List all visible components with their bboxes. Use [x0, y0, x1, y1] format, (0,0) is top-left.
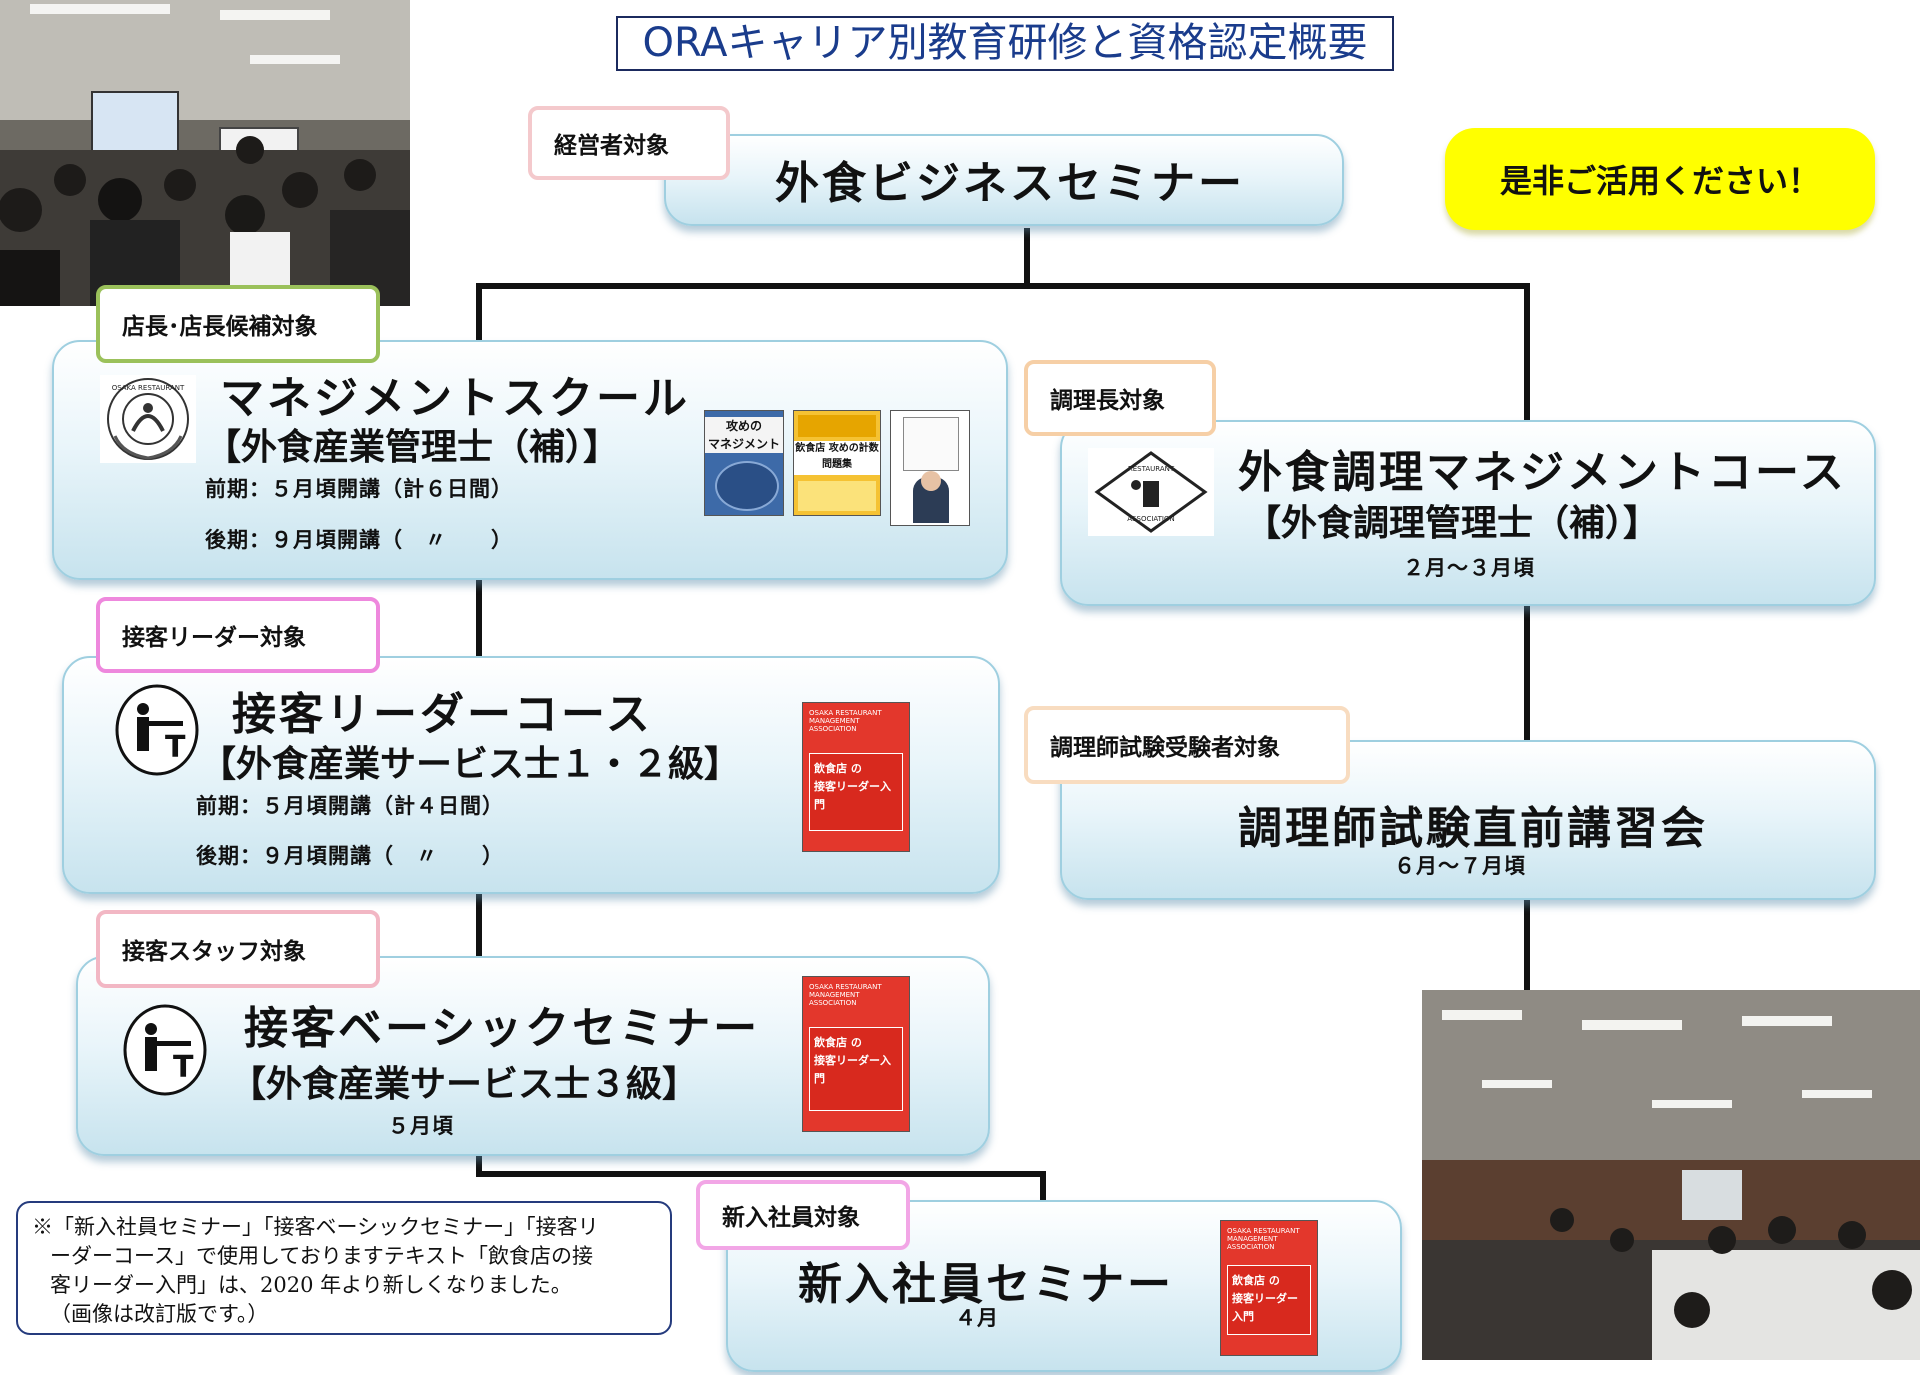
book-management-1-line2: マネジメント — [707, 437, 780, 451]
seminar-photo-bottom-right — [1422, 990, 1920, 1360]
course-business-seminar — [664, 134, 1344, 226]
tag-business: 経営者対象 — [528, 106, 730, 180]
book-leader-3-line1: 飲食店 — [1232, 1274, 1265, 1287]
note-line-3: 客リーダー入門」は、2020 年より新しくなりました。 — [50, 1273, 572, 1297]
book-management-2: 飲食店 攻めの計数 問題集 — [793, 410, 881, 516]
svg-text:T: T — [165, 730, 186, 765]
book-management-2-line2: 問題集 — [822, 459, 852, 470]
svg-text:T: T — [173, 1050, 194, 1085]
course-exam-title: 調理師試験直前講習会 — [1238, 803, 1708, 854]
tag-newcomer: 新入社員対象 — [696, 1180, 910, 1250]
course-leader-title: 接客リーダーコース — [232, 689, 653, 740]
tag-basic: 接客スタッフ対象 — [96, 910, 380, 988]
svg-text:RESTAURANT: RESTAURANT — [1128, 465, 1175, 473]
book-leader-1-line2: の — [850, 762, 862, 775]
book-service-leader-2: OSAKA RESTAURANT MANAGEMENT ASSOCIATION … — [802, 976, 910, 1132]
tag-leader: 接客リーダー対象 — [96, 597, 380, 673]
course-newcomer-title: 新入社員セミナー — [798, 1259, 1174, 1310]
course-leader-qual: 【外食産業サービス士１・２級】 — [200, 743, 741, 785]
connector-top-stem — [1024, 228, 1030, 286]
course-management-schedule-2: 後期：９月頃開講（ 〃 ） — [205, 528, 513, 552]
seminar-photo-top-left — [0, 0, 410, 306]
svg-text:ASSOCIATION: ASSOCIATION — [1127, 515, 1174, 523]
connector-bottom-stem — [1040, 1171, 1046, 1203]
ora-seal-logo: OSAKA RESTAURANT — [100, 375, 196, 463]
tag-management: 店長･店長候補対象 — [96, 285, 380, 363]
note-line-4: （画像は改訂版です。） — [50, 1302, 269, 1326]
svg-text:OSAKA RESTAURANT: OSAKA RESTAURANT — [112, 384, 185, 392]
connector-right-vertical — [1524, 283, 1530, 993]
connector-bottom-bar — [476, 1171, 1046, 1177]
course-management-qual: 【外食産業管理士（補）】 — [205, 426, 620, 468]
book-leader-3-line2: の — [1268, 1274, 1280, 1287]
book-leader-2-line3: 接客リーダー入門 — [814, 1054, 891, 1085]
course-cooking-schedule: ２月～３月頃 — [1403, 556, 1535, 580]
book-management-2-line1: 飲食店 攻めの計数 — [795, 443, 879, 454]
course-leader-schedule-1: 前期：５月頃開講（計４日間） — [196, 794, 504, 818]
textbook-note: ※「新入社員セミナー」「接客ベーシックセミナー」「接客リ ーダーコース」で使用し… — [16, 1201, 672, 1335]
book-management-1: 攻めの マネジメント — [704, 410, 784, 516]
book-management-1-line1: 攻めの — [725, 419, 762, 433]
course-basic-title: 接客ベーシックセミナー — [244, 1003, 761, 1054]
book-leader-2-line2: の — [850, 1036, 862, 1049]
course-management-schedule-1: 前期：５月頃開講（計６日間） — [205, 477, 513, 501]
book-leader-2-line1: 飲食店 — [814, 1036, 847, 1049]
server-icon: T — [120, 1002, 210, 1098]
callout-badge: 是非ご活用ください！ — [1445, 128, 1875, 230]
course-management-title: マネジメントスクール — [220, 373, 690, 424]
course-cooking-title: 外食調理マネジメントコース — [1238, 447, 1847, 498]
course-basic-schedule: ５月頃 — [388, 1114, 454, 1138]
course-cooking-qual: 【外食調理管理士（補）】 — [1245, 502, 1660, 544]
note-line-1: ※「新入社員セミナー」「接客ベーシックセミナー」「接客リ — [32, 1215, 599, 1239]
tag-exam: 調理師試験受験者対象 — [1024, 706, 1350, 784]
course-leader-schedule-2: 後期：９月頃開講（ 〃 ） — [196, 844, 504, 868]
server-icon: T — [112, 682, 202, 778]
ora-diamond-logo: RESTAURANT ASSOCIATION — [1088, 448, 1214, 536]
book-management-3 — [890, 410, 970, 526]
book-service-leader-3: OSAKA RESTAURANT MANAGEMENT ASSOCIATION … — [1220, 1220, 1318, 1356]
connector-top-bar — [476, 283, 1530, 289]
course-exam-schedule: ６月～７月頃 — [1394, 854, 1526, 878]
book-leader-1-line1: 飲食店 — [814, 762, 847, 775]
course-basic-qual: 【外食産業サービス士３級】 — [230, 1063, 699, 1105]
book-leader-1-line3: 接客リーダー入門 — [814, 780, 891, 811]
book-leader-3-line3: 接客リーダー入門 — [1232, 1292, 1298, 1323]
course-newcomer-schedule: ４月 — [955, 1306, 999, 1330]
page-title: ORAキャリア別教育研修と資格認定概要 — [616, 16, 1394, 71]
note-line-2: ーダーコース」で使用しておりますテキスト「飲食店の接 — [50, 1244, 594, 1268]
book-service-leader-1: OSAKA RESTAURANT MANAGEMENT ASSOCIATION … — [802, 702, 910, 852]
tag-cooking: 調理長対象 — [1024, 360, 1216, 436]
course-business-title: 外食ビジネスセミナー — [775, 158, 1245, 209]
